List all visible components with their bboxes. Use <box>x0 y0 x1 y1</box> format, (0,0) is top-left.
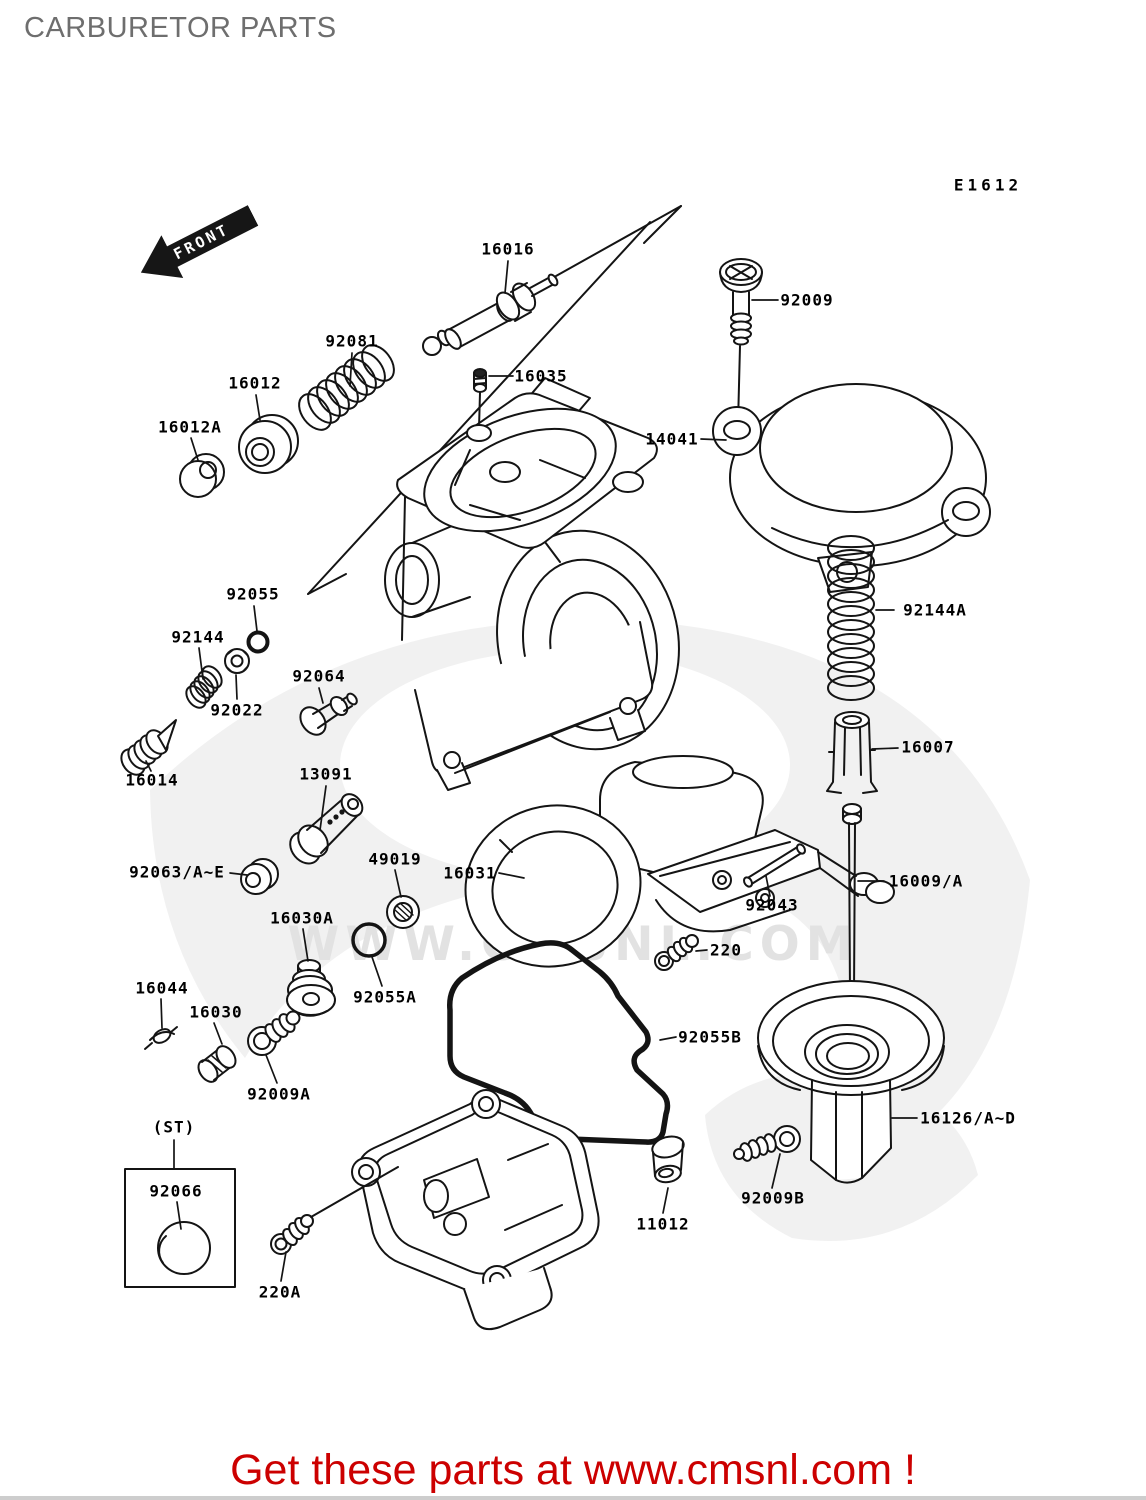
gasket-92055b-drawing <box>447 940 671 1145</box>
spring-seat-16007-drawing <box>826 711 878 794</box>
float-bowl-drawing <box>351 1089 600 1331</box>
pilot-screw-16014-drawing <box>120 719 177 776</box>
spring-92081-drawing <box>298 344 395 431</box>
diaphragm-16126-drawing <box>757 980 945 1184</box>
footer-cta[interactable]: Get these parts at www.cmsnl.com ! <box>230 1446 916 1494</box>
carburetor-body-drawing <box>384 377 680 791</box>
jet-needle-16016-drawing <box>422 273 559 356</box>
spring-92144-drawing <box>185 665 223 709</box>
cap-11012-drawing <box>651 1135 685 1184</box>
needle-jet-92064-drawing <box>299 692 358 736</box>
jet-holder-13091-drawing <box>289 793 364 865</box>
screw-220a-drawing <box>270 1166 399 1255</box>
screw-92009-drawing <box>719 258 763 425</box>
front-arrow-shape: FRONT <box>130 194 264 294</box>
bottom-edge-bar <box>0 1496 1146 1500</box>
clip-16044-drawing <box>144 1026 178 1050</box>
screw-92009b-drawing <box>733 1125 801 1162</box>
front-arrow: FRONT <box>134 198 270 294</box>
o-ring-92055-drawing <box>246 630 270 654</box>
diagram-code: E1612 <box>953 175 1023 195</box>
float-needle-16009-drawing <box>842 803 862 1013</box>
screw-92009a-drawing <box>247 1010 301 1056</box>
rod-92043-drawing <box>743 843 806 888</box>
front-arrow-label: FRONT <box>170 220 233 264</box>
jet-49019-drawing <box>386 895 420 929</box>
o-ring-92055a-drawing <box>351 922 387 958</box>
page-title: CARBURETOR PARTS <box>24 12 337 44</box>
spring-92144a-drawing <box>827 535 875 701</box>
pilot-jet-16030-drawing <box>197 1045 237 1083</box>
valve-seat-16030a-drawing <box>286 959 336 1017</box>
leader-lines <box>145 260 918 1282</box>
plug-16012-drawing <box>238 414 299 474</box>
washer-92022-drawing <box>224 648 250 674</box>
throttle-assembly-16031-drawing <box>464 755 895 968</box>
cap-14041-drawing <box>712 383 991 593</box>
plug-92063-drawing <box>240 858 279 895</box>
cup-16012a-drawing <box>179 453 225 498</box>
screw-220-drawing <box>654 934 699 971</box>
